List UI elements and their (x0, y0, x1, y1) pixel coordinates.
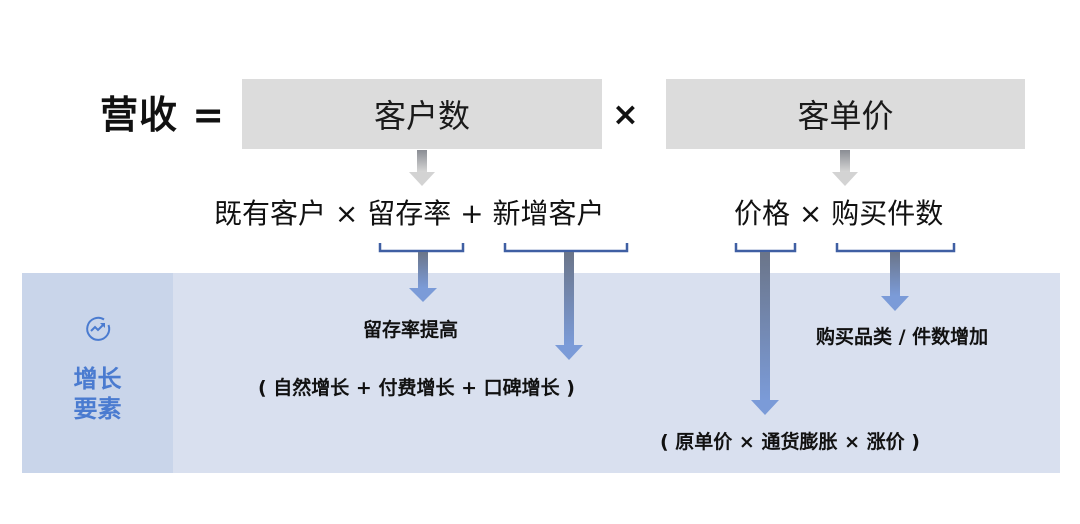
price-formula: 价格 × 购买件数 (734, 197, 944, 230)
arrow-purchase-count (881, 252, 909, 311)
customer-count-box: 客户数 (242, 79, 602, 149)
trend-up-icon (86, 316, 111, 341)
result-price: ( 原单价 × 通货膨胀 × 涨价 ) (660, 431, 920, 453)
growth-factors-panel (22, 273, 1060, 473)
growth-label-line2: 要素 (73, 395, 122, 423)
growth-factors-sidebar (22, 273, 173, 473)
down-arrow-customers (409, 150, 435, 186)
arrow-new-customers (555, 252, 583, 360)
unit-price-label: 客单价 (797, 97, 894, 135)
bracket-price (734, 243, 797, 253)
multiply-operator: × (612, 95, 639, 133)
growth-factors-label: 增长 要素 (22, 364, 173, 424)
down-arrow-unit-price (832, 150, 858, 186)
arrow-price (751, 252, 779, 415)
bracket-new-customers (503, 243, 629, 253)
customer-formula: 既有客户 × 留存率 + 新增客户 (214, 197, 605, 230)
customer-count-label: 客户数 (373, 97, 470, 135)
result-purchase: 购买品类 / 件数增加 (816, 326, 989, 348)
unit-price-box: 客单价 (666, 79, 1025, 149)
growth-label-line1: 增长 (73, 365, 122, 393)
arrow-retention (409, 252, 437, 302)
result-new-customers: ( 自然增长 + 付费增长 + 口碑增长 ) (258, 377, 575, 399)
bracket-purchase-count (835, 243, 956, 253)
result-retention: 留存率提高 (363, 319, 459, 341)
revenue-title: 营收 = (100, 93, 226, 137)
bracket-retention (378, 243, 465, 253)
